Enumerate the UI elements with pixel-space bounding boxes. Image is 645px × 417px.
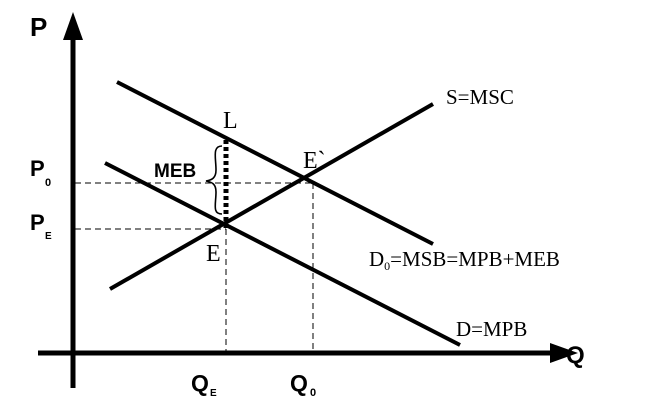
meb-label: MEB xyxy=(154,161,196,182)
demand-social-rest: =MSB=MPB+MEB xyxy=(390,247,560,271)
meb-brace xyxy=(205,145,223,215)
demand-social-label: D0=MSB=MPB+MEB xyxy=(369,247,560,273)
demand-private-label: D=MPB xyxy=(456,317,527,341)
pe-label: P xyxy=(30,210,45,235)
demand-social-subscript: 0 xyxy=(384,259,390,273)
point-e-prime-label: E` xyxy=(303,148,326,174)
qe-subscript: E xyxy=(210,388,217,399)
supply-curve xyxy=(109,102,434,291)
x-axis-arrow-icon xyxy=(550,343,578,363)
qe-label: Q xyxy=(191,370,209,396)
y-axis-label: P xyxy=(30,12,47,42)
demand-private-curve xyxy=(104,161,461,347)
demand-social-curve xyxy=(116,80,434,246)
point-e-label: E xyxy=(206,241,221,267)
pe-subscript: E xyxy=(45,231,52,242)
supply-label: S=MSC xyxy=(446,85,514,109)
q0-label: Q xyxy=(290,370,308,396)
x-axis-label: Q xyxy=(566,342,585,369)
p0-subscript: 0 xyxy=(45,177,51,189)
y-axis-arrow-icon xyxy=(63,12,83,40)
q0-subscript: 0 xyxy=(310,387,316,399)
demand-social-main: D xyxy=(369,247,384,271)
point-l-label: L xyxy=(223,108,238,134)
p0-label: P xyxy=(30,156,45,181)
